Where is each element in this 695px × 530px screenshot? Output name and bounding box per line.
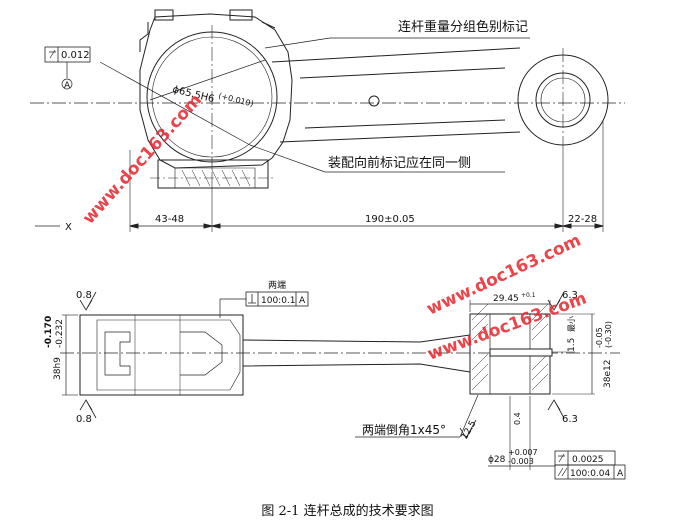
rough-small: 0.4 [513, 412, 522, 425]
shank-outline [271, 47, 521, 143]
rough-tl: 0.8 [76, 290, 92, 301]
small-bore-label: ϕ28 [488, 455, 506, 465]
cap-section [157, 159, 269, 189]
bottom-shank [242, 334, 471, 373]
chamfer-note: 两端倒角1x45° [362, 423, 446, 437]
tol-right-down: (-0.30) [604, 321, 613, 348]
par-datum: A [617, 469, 624, 479]
note-weight-label: 连杆重量分组色别标记 [398, 19, 528, 35]
bottom-view [60, 291, 626, 480]
side-right-dim: 38e12 [603, 360, 613, 388]
dim-right-label: 22-28 [568, 214, 597, 225]
hole-note: 最小 [567, 316, 576, 332]
note-assembly-label: 装配向前标记应在同一侧 [328, 155, 471, 171]
rough-bl: 0.8 [76, 414, 92, 425]
dim-left-label: 43-48 [155, 214, 184, 225]
big-end-block [79, 314, 244, 396]
flatness-value: 0.012 [61, 50, 90, 61]
tol-right-up: -0.05 [595, 327, 604, 348]
cyl-tol-value: 0.0025 [572, 455, 604, 465]
end-label: 两端 [268, 279, 286, 291]
bore-tol-label: (+0.019) [218, 91, 255, 108]
dim-center-label: 190±0.05 [365, 214, 415, 225]
small-bore-tol-up: +0.007 [508, 448, 538, 457]
rough-br: 6.3 [562, 414, 578, 425]
tol-left-down: -0.232 [55, 319, 65, 348]
small-end-top-tol: +0.1 [521, 292, 536, 299]
tol-left-up: -0.170 [44, 316, 54, 348]
perp-datum: A [299, 296, 306, 306]
hole-dim: 1.5 [567, 338, 577, 352]
small-end-top-dim: 29.45 [493, 294, 519, 304]
top-view [30, 9, 625, 232]
par-tol-value: 100:0.04 [570, 469, 611, 479]
watermark-1: www.doc163.com [79, 90, 206, 228]
width-left-label: 38h9 [53, 357, 63, 380]
perp-tol-value: 100:0.1 [261, 296, 296, 306]
datum-a-label: A [64, 81, 71, 91]
figure-caption: 图 2-1 连杆总成的技术要求图 [261, 504, 434, 519]
small-bore-tol-down: -0.003 [508, 457, 534, 466]
rough-bottom: 12.5 [460, 419, 479, 441]
axis-x-label: X [65, 222, 72, 233]
rough-tr: 6.3 [562, 290, 578, 301]
